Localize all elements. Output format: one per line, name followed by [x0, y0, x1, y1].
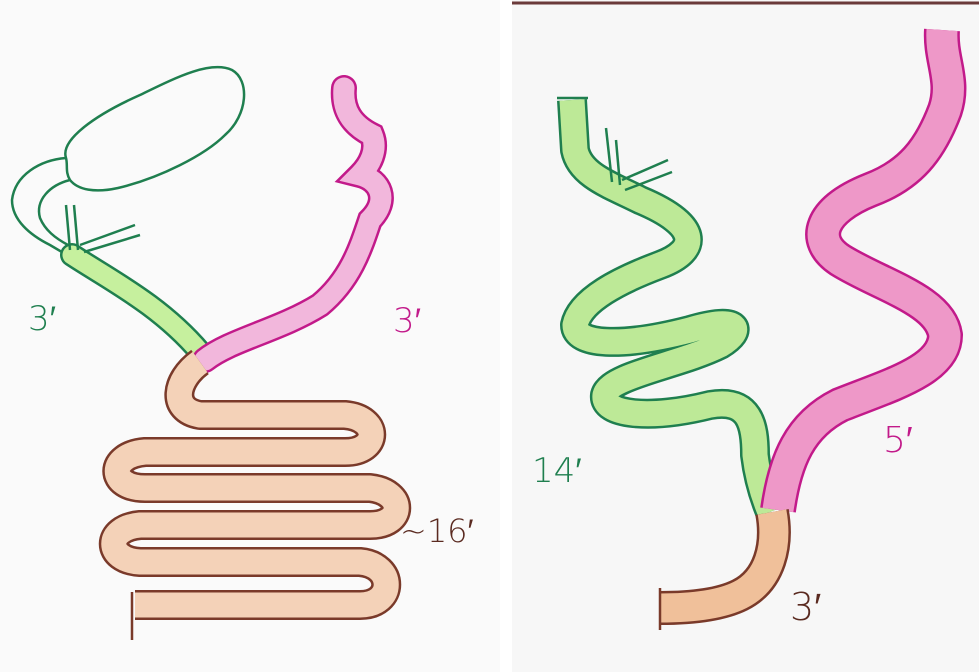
left-magenta-length-label: 3′: [393, 301, 421, 341]
right-magenta-length-label: 5′: [883, 420, 913, 461]
right-common-length-label: 3′: [790, 585, 821, 629]
left-common-length-label: ~16′: [400, 512, 474, 550]
right-green-length-label: 14′: [532, 451, 582, 491]
left-green-length-label: 3′: [28, 299, 56, 339]
